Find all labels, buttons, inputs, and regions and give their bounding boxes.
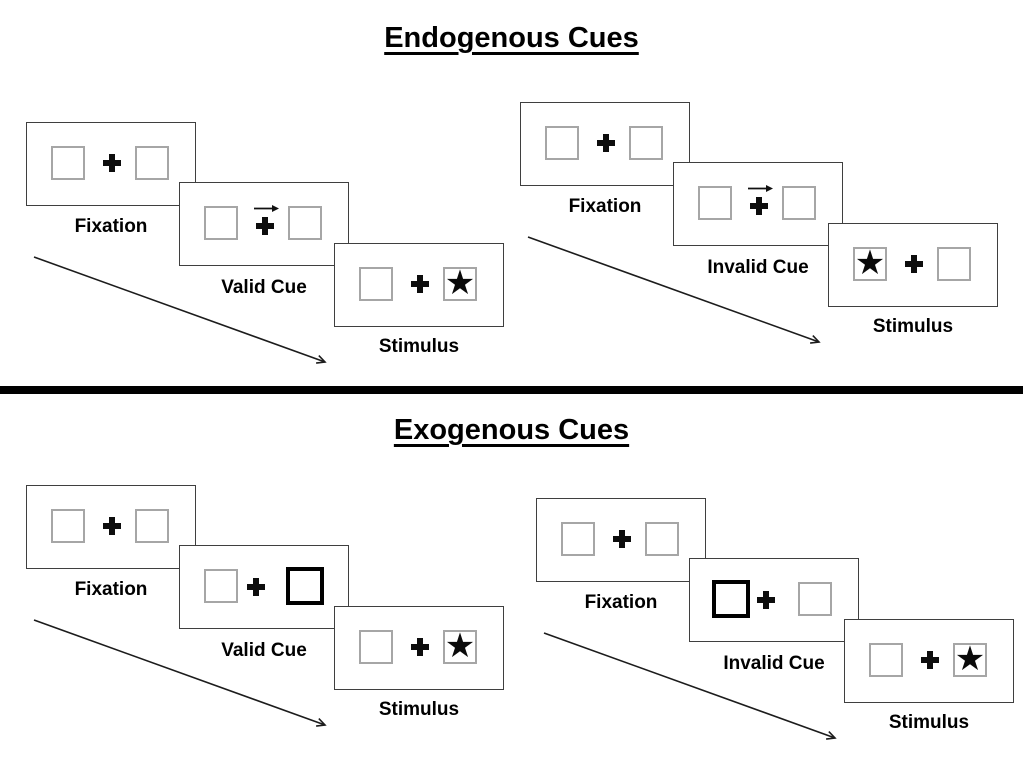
placeholder-box-left [545, 126, 579, 160]
placeholder-box-left [359, 630, 393, 664]
stimulus-label: Stimulus [378, 336, 460, 357]
cue-screen [179, 545, 349, 629]
stimulus-screen: ★ [828, 223, 998, 307]
fixation-label: Fixation [568, 196, 642, 217]
fixation-cross-icon [613, 530, 631, 548]
star-box-left: ★ [853, 243, 887, 282]
fixation-screen [26, 122, 196, 206]
placeholder-box-left [698, 186, 732, 220]
fixation-cross-icon [256, 217, 274, 235]
fixation-screen [520, 102, 690, 186]
placeholder-box-left [204, 206, 238, 240]
stimulus-label: Stimulus [888, 712, 970, 733]
fixation-cross-icon [597, 134, 615, 152]
fixation-cross-icon [103, 154, 121, 172]
placeholder-box-left [51, 509, 85, 543]
placeholder-box-right [645, 522, 679, 556]
placeholder-box-left [359, 267, 393, 301]
sequence-arrow [543, 632, 837, 740]
bold-cue-box-right [286, 567, 324, 605]
fixation-label: Fixation [74, 216, 148, 237]
stimulus-screen: ★ [334, 243, 504, 327]
star-icon: ★ [854, 243, 886, 282]
exogenous-section-title: Exogenous Cues [393, 414, 630, 446]
star-box-right: ★ [443, 626, 477, 665]
placeholder-box-left [51, 146, 85, 180]
fixation-label: Fixation [584, 592, 658, 613]
cue-label: Invalid Cue [707, 257, 809, 278]
placeholder-box-left [869, 643, 903, 677]
fixation-screen [26, 485, 196, 569]
placeholder-box-left [204, 569, 238, 603]
stimulus-screen: ★ [844, 619, 1014, 703]
stimulus-screen: ★ [334, 606, 504, 690]
placeholder-box-right [937, 247, 971, 281]
exogenous-valid-panel: Fixation Valid Cue ★ Stimulus [26, 485, 508, 740]
cue-label: Valid Cue [221, 640, 307, 661]
cue-screen [179, 182, 349, 266]
cue-label: Valid Cue [221, 277, 307, 298]
placeholder-box-right [629, 126, 663, 160]
section-divider [0, 386, 1023, 394]
bold-cue-box-left [712, 580, 750, 618]
star-icon: ★ [954, 639, 986, 678]
endogenous-invalid-panel: Fixation Invalid Cue ★ Stimulus [520, 102, 1002, 357]
exogenous-invalid-panel: Fixation Invalid Cue ★ Stimulus [536, 498, 1018, 753]
sequence-arrow [33, 619, 327, 727]
star-box-right: ★ [443, 263, 477, 302]
fixation-cross-icon [103, 517, 121, 535]
fixation-cross-icon [905, 255, 923, 273]
fixation-cross-icon [247, 578, 265, 596]
fixation-cross-icon [921, 651, 939, 669]
fixation-screen [536, 498, 706, 582]
fixation-cross-icon [411, 638, 429, 656]
fixation-label: Fixation [74, 579, 148, 600]
placeholder-box-left [561, 522, 595, 556]
sequence-arrow [33, 256, 327, 364]
star-box-right: ★ [953, 639, 987, 678]
cue-arrow-right-icon [254, 205, 279, 212]
placeholder-box-right [288, 206, 322, 240]
endogenous-section-title: Endogenous Cues [384, 22, 639, 54]
star-icon: ★ [444, 626, 476, 665]
placeholder-box-right [135, 509, 169, 543]
stimulus-label: Stimulus [872, 316, 954, 337]
placeholder-box-right [782, 186, 816, 220]
stimulus-label: Stimulus [378, 699, 460, 720]
placeholder-box-right [135, 146, 169, 180]
cue-screen [689, 558, 859, 642]
cue-label: Invalid Cue [723, 653, 825, 674]
cue-arrow-right-icon [748, 185, 773, 192]
cue-screen [673, 162, 843, 246]
fixation-cross-icon [411, 275, 429, 293]
endogenous-valid-panel: Fixation Valid Cue ★ Stimulus [26, 122, 508, 377]
placeholder-box-right [798, 582, 832, 616]
fixation-cross-icon [750, 197, 768, 215]
fixation-cross-icon [757, 591, 775, 609]
star-icon: ★ [444, 263, 476, 302]
sequence-arrow [527, 236, 821, 344]
